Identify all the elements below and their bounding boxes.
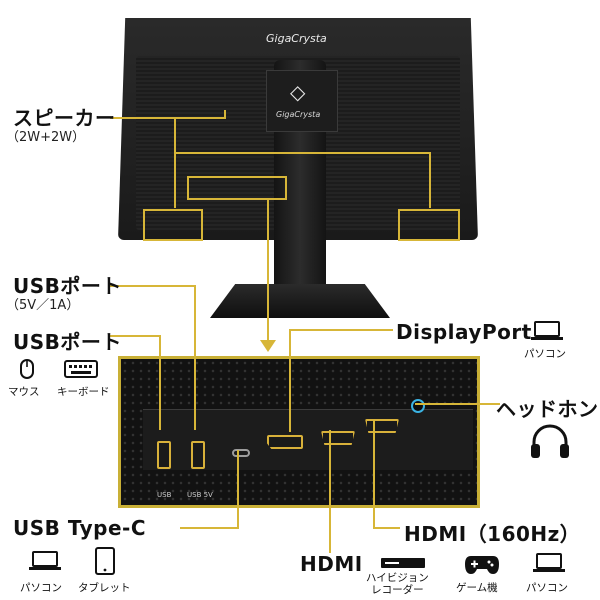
speaker-sub: （2W+2W） (6, 130, 86, 145)
hdmi-label: HDMI (300, 552, 363, 576)
usb-port-label: USB (157, 491, 172, 499)
headphone-jack (411, 399, 425, 413)
game-caption: ゲーム機 (456, 582, 498, 594)
headphone-label: ヘッドホン (496, 397, 599, 421)
port-zoom-panel: USB USB 5V (118, 356, 480, 508)
usb-typec-port (232, 449, 250, 457)
usb-port (191, 441, 205, 469)
tablet-caption: タブレット (78, 582, 131, 594)
usb-5v-label: USB 5V (187, 491, 213, 499)
port-area-highlight (187, 176, 287, 200)
game-controller-icon (465, 556, 499, 574)
displayport-label: DisplayPort (396, 320, 532, 344)
pc-hdmi-caption: パソコン (526, 582, 568, 594)
usb-port-5v-label: USBポート (13, 274, 122, 298)
displayport-port (267, 435, 303, 449)
usb-port-label: USBポート (13, 330, 122, 354)
laptop-icon (29, 551, 61, 570)
keyboard-icon (64, 360, 98, 378)
laptop-icon (531, 321, 563, 340)
speaker-label: スピーカー (13, 106, 116, 130)
recorder-icon (381, 558, 425, 568)
speaker-right-highlight (398, 209, 460, 241)
top-logo: GigaCrysta (266, 32, 327, 45)
usb-port-5v-sub: （5V／1A） (6, 298, 80, 313)
keyboard-caption: キーボード (57, 386, 110, 398)
tablet-icon (95, 547, 115, 575)
center-logo-mark: ◇ (290, 80, 306, 104)
usb-port-5v (157, 441, 171, 469)
mouse-caption: マウス (8, 386, 40, 398)
pc-dp-caption: パソコン (524, 348, 566, 360)
usb-typec-label: USB Type-C (13, 516, 147, 540)
mouse-icon (20, 359, 34, 379)
laptop-icon (533, 553, 565, 572)
speaker-left-highlight (143, 209, 203, 241)
mount-bracket (266, 70, 338, 132)
stand-base (210, 284, 390, 318)
center-logo-text: GigaCrysta (276, 110, 321, 119)
recorder-caption: ハイビジョン レコーダー (366, 572, 429, 596)
headphone-icon (531, 424, 569, 458)
pc-typec-caption: パソコン (20, 582, 62, 594)
hdmi-160-label: HDMI（160Hz） (404, 522, 581, 546)
